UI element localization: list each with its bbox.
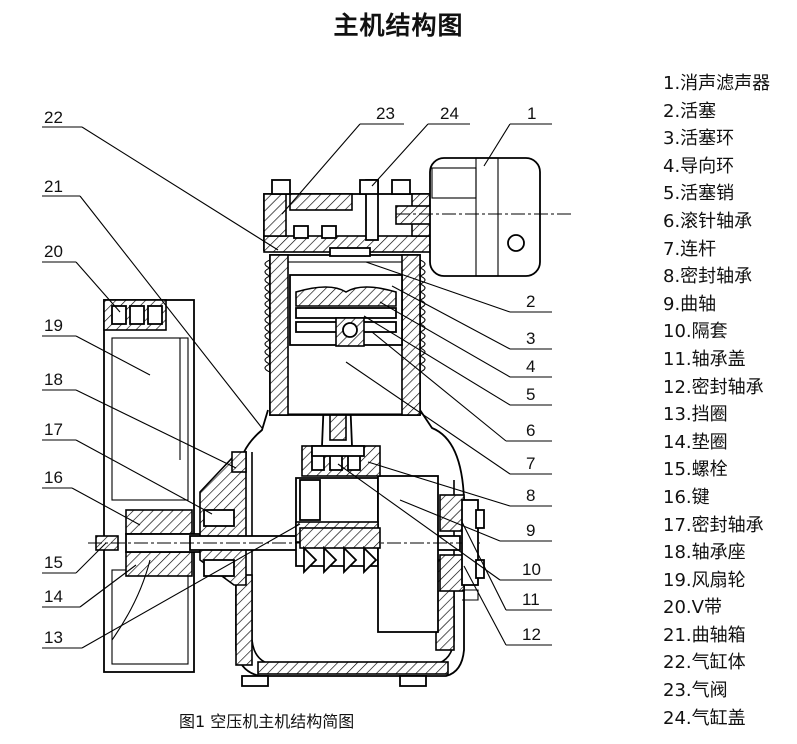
callout-20: 20 xyxy=(44,242,63,261)
callout-11: 11 xyxy=(522,590,540,609)
figure-caption: 图1 空压机主机结构简图 xyxy=(179,712,355,731)
legend-item: 18.轴承座 xyxy=(663,542,746,564)
legend-item: 19.风扇轮 xyxy=(663,569,746,591)
legend-item: 23.气阀 xyxy=(663,680,728,702)
legend-item: 5.活塞销 xyxy=(663,183,735,205)
legend-item: 13.挡圈 xyxy=(663,404,728,426)
legend-item: 20.V带 xyxy=(663,597,722,619)
callout-8: 8 xyxy=(526,486,535,505)
page-title: 主机结构图 xyxy=(333,11,464,40)
legend-item: 2.活塞 xyxy=(663,100,717,122)
callout-3: 3 xyxy=(526,329,535,348)
callout-2: 2 xyxy=(526,292,535,311)
piston xyxy=(289,274,403,347)
legend-item: 14.垫圈 xyxy=(663,431,728,453)
callout-7: 7 xyxy=(526,454,535,473)
legend-item: 6.滚针轴承 xyxy=(663,210,753,232)
callout-12: 12 xyxy=(522,625,541,644)
cylinder-head xyxy=(263,179,433,257)
callout-18: 18 xyxy=(44,370,63,389)
callout-14: 14 xyxy=(44,587,63,606)
legend-item: 22.气缸体 xyxy=(663,652,746,674)
muffler xyxy=(396,157,574,277)
callout-16: 16 xyxy=(44,468,63,487)
legend-item: 3.活塞环 xyxy=(663,128,735,150)
legend-item: 24.气缸盖 xyxy=(663,707,746,729)
callout-15: 15 xyxy=(44,553,63,572)
callout-4: 4 xyxy=(526,357,535,376)
legend-item: 16.键 xyxy=(663,486,710,508)
legend-item: 15.螺栓 xyxy=(663,459,728,481)
callout-numbers: 22 21 20 19 18 17 16 15 14 13 23 24 1 2 … xyxy=(44,104,541,647)
legend-item: 1.消声滤声器 xyxy=(663,73,771,94)
callout-24: 24 xyxy=(440,104,459,123)
callout-17: 17 xyxy=(44,420,63,439)
callout-10: 10 xyxy=(522,560,541,579)
callout-21: 21 xyxy=(44,177,63,196)
callout-19: 19 xyxy=(44,316,63,335)
legend-item: 10.隔套 xyxy=(663,321,728,343)
callout-1: 1 xyxy=(527,104,536,123)
legend-item: 7.连杆 xyxy=(663,238,717,260)
legend-item: 12.密封轴承 xyxy=(663,376,764,398)
callout-5: 5 xyxy=(526,385,535,404)
legend-item: 17.密封轴承 xyxy=(663,514,764,536)
legend-item: 21.曲轴箱 xyxy=(663,624,746,646)
parts-legend: 1.消声滤声器 2.活塞 3.活塞环 4.导向环 5.活塞销 6.滚针轴承 7.… xyxy=(663,70,770,732)
legend-item: 11.轴承盖 xyxy=(663,348,746,370)
leader-lines xyxy=(42,123,552,649)
callout-9: 9 xyxy=(526,521,535,540)
callout-23: 23 xyxy=(376,104,395,123)
fan-wheel xyxy=(95,299,207,673)
legend-item: 9.曲轴 xyxy=(663,293,717,315)
callout-6: 6 xyxy=(526,421,535,440)
legend-item: 8.密封轴承 xyxy=(663,266,753,288)
callout-22: 22 xyxy=(44,108,63,127)
bearing-seat xyxy=(199,450,247,586)
legend-item: 4.导向环 xyxy=(663,155,735,177)
callout-13: 13 xyxy=(44,628,63,647)
